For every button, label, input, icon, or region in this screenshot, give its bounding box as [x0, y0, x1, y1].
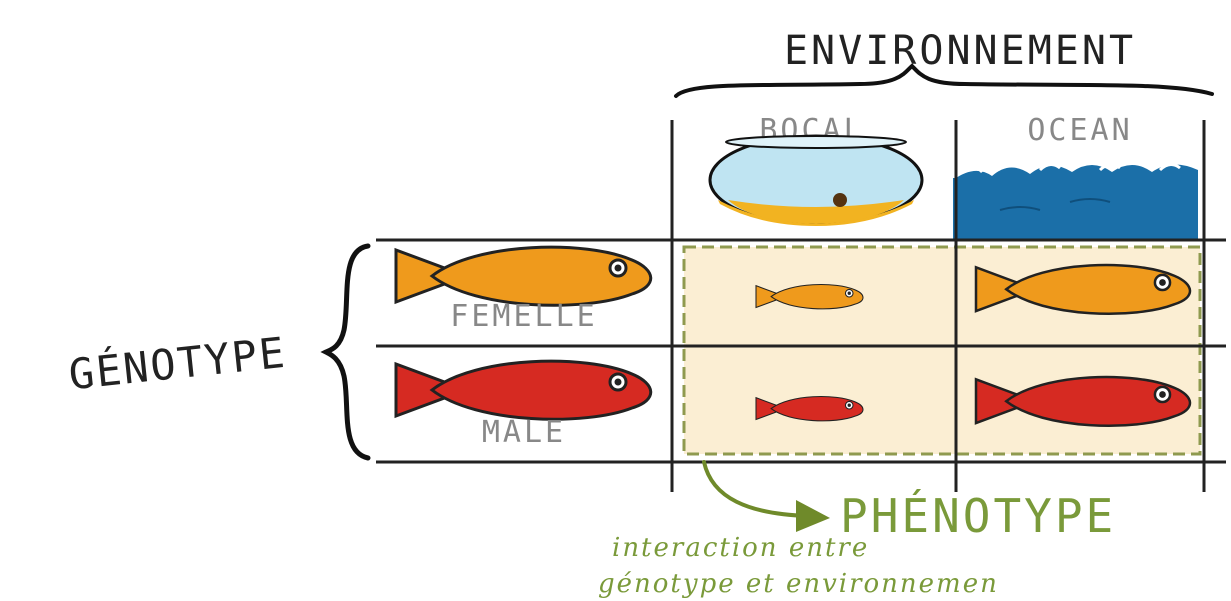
column-header-ocean: OCEAN	[1027, 113, 1132, 148]
row-label-male: MALE	[482, 415, 566, 450]
ocean-icon	[953, 164, 1198, 240]
female-fish-icon	[396, 247, 651, 305]
phenotype-caption-line2: génotype et environnemen	[598, 569, 999, 599]
phenotype-title: PHÉNOTYPE	[840, 489, 1116, 543]
genotype-brace	[326, 246, 368, 458]
environment-title: ENVIRONNEMENT	[784, 28, 1136, 74]
row-label-femelle: FEMELLE	[450, 299, 597, 334]
genotype-title: GÉNOTYPE	[66, 327, 288, 400]
fishbowl-icon	[710, 136, 922, 226]
phenotype-caption-line1: interaction entre	[612, 533, 869, 563]
phenotype-arrow	[704, 462, 830, 532]
male-fish-icon	[396, 361, 651, 419]
